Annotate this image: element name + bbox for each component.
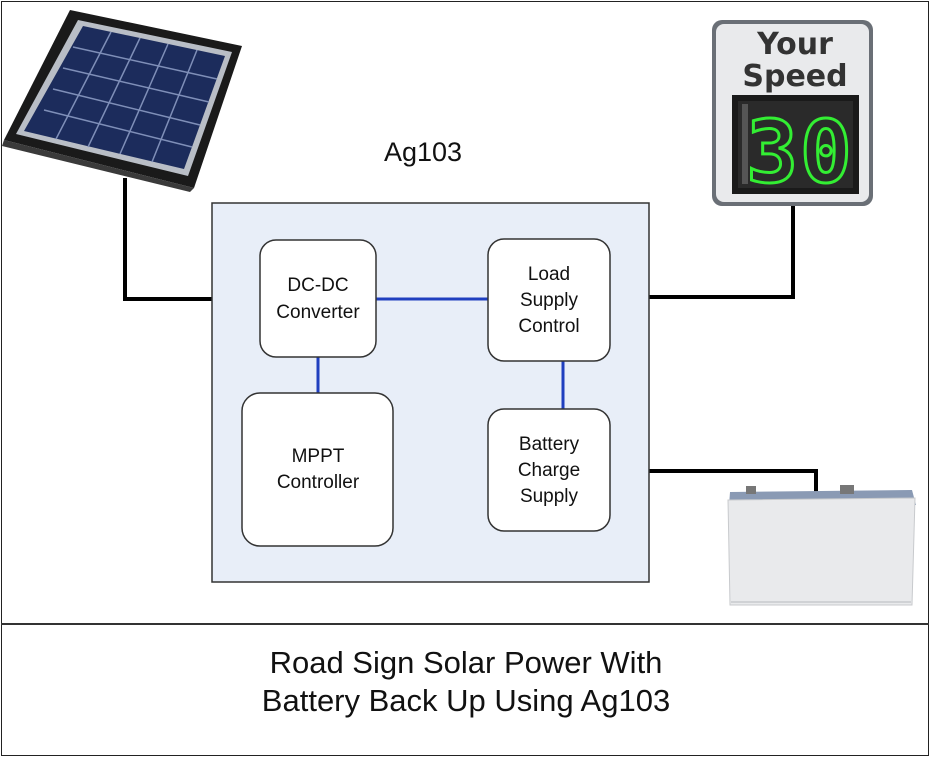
- load-line-2: Supply: [520, 290, 579, 311]
- internal-links: [316, 297, 565, 409]
- solar-panel-wire: [123, 178, 212, 301]
- dcdc-converter-block: DC-DC Converter: [259, 239, 377, 358]
- load-line-3: Control: [518, 316, 579, 337]
- battery-icon: [727, 485, 916, 606]
- mppt-line-2: Controller: [277, 472, 360, 493]
- mppt-line-1: MPPT: [292, 446, 345, 467]
- load-line-1: Load: [528, 264, 570, 285]
- dcdc-line-1: DC-DC: [287, 275, 348, 296]
- battery-charge-line-3: Supply: [520, 486, 579, 507]
- battery-charge-supply-block: Battery Charge Supply: [487, 408, 611, 532]
- battery-charge-line-1: Battery: [519, 434, 580, 455]
- dcdc-line-2: Converter: [276, 302, 360, 323]
- solar-panel-icon: [2, 10, 242, 192]
- sign-line-1: Your: [756, 27, 833, 62]
- caption-line-1: Road Sign Solar Power With: [269, 645, 663, 680]
- mppt-controller-block: MPPT Controller: [241, 392, 394, 547]
- diagram-canvas: Ag103 DC-DC Converter MPPT Controller Lo…: [2, 10, 916, 606]
- battery-charge-line-2: Charge: [518, 460, 580, 481]
- sign-line-2: Speed: [742, 59, 847, 94]
- module-title: Ag103: [384, 137, 462, 167]
- sign-digits: 30: [746, 103, 854, 203]
- speed-sign-icon: Your Speed 30: [712, 20, 873, 206]
- caption: Road Sign Solar Power With Battery Back …: [0, 644, 932, 720]
- caption-line-2: Battery Back Up Using Ag103: [261, 683, 671, 718]
- sign-wire: [610, 204, 795, 299]
- load-supply-control-block: Load Supply Control: [487, 238, 611, 362]
- caption-divider: [1, 623, 929, 625]
